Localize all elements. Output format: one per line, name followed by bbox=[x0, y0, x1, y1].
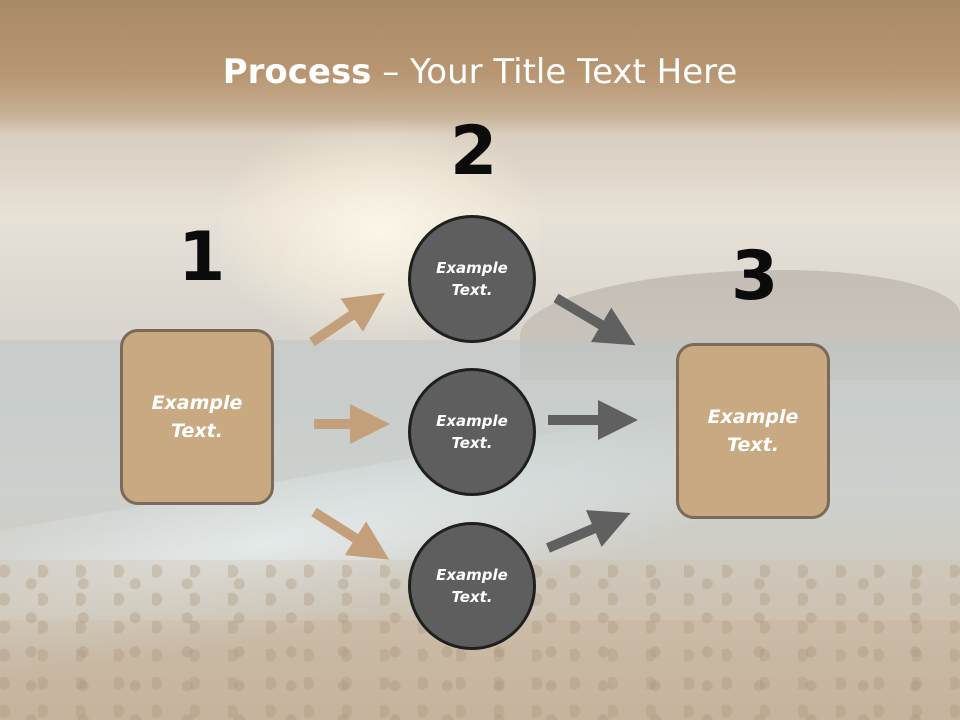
title-band bbox=[0, 0, 960, 135]
step-2-number: 2 bbox=[450, 112, 498, 191]
title-rest: – Your Title Text Here bbox=[371, 52, 738, 92]
step-3-number: 3 bbox=[731, 237, 779, 316]
slide-title: Process – Your Title Text Here bbox=[0, 52, 960, 92]
title-bold: Process bbox=[222, 52, 372, 92]
arrow-bottom-to-right bbox=[546, 510, 631, 553]
arrow-top-to-right bbox=[553, 293, 636, 346]
arrow-left-to-top bbox=[309, 292, 385, 347]
arrow-left-to-bottom bbox=[311, 507, 390, 560]
step-1-number: 1 bbox=[178, 218, 226, 297]
